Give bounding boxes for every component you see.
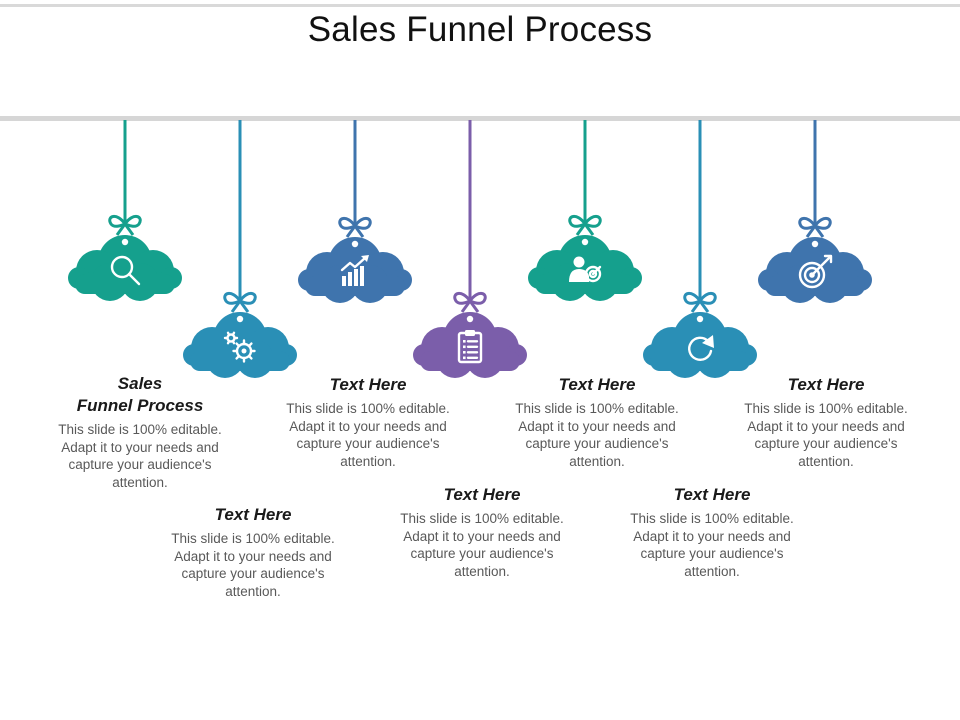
text-block-3: Text Here This slide is 100% editable. A… (283, 374, 453, 470)
cloud-shape (643, 312, 757, 378)
text-block-body: This slide is 100% editable. Adapt it to… (58, 422, 222, 490)
hang-hole (121, 238, 129, 246)
cloud-ornament-4 (413, 292, 527, 378)
hang-hole (811, 240, 819, 248)
hang-hole (696, 315, 704, 323)
bow-loop (223, 292, 243, 305)
bow-tail (805, 225, 817, 238)
cloud-ornament-3 (298, 217, 412, 303)
text-block-body: This slide is 100% editable. Adapt it to… (744, 401, 908, 469)
text-block-heading: Text Here (214, 505, 292, 524)
bow-tail (698, 300, 710, 313)
cloud-shape (413, 312, 527, 378)
bow-tail (460, 300, 472, 313)
text-block-body: This slide is 100% editable. Adapt it to… (630, 511, 794, 579)
hang-hole (351, 240, 359, 248)
bow-loop (697, 292, 717, 305)
text-block-5: Text Here This slide is 100% editable. A… (512, 374, 682, 470)
hang-hole (581, 238, 589, 246)
text-block-heading: Text Here (443, 485, 521, 504)
text-block-heading: Sales Funnel Process (76, 374, 204, 415)
text-block-6: Text Here This slide is 100% editable. A… (627, 484, 797, 580)
text-block-7: Text Here This slide is 100% editable. A… (741, 374, 911, 470)
cloud-shape (758, 237, 872, 303)
bow-loop (108, 215, 128, 228)
hanging-bar (0, 116, 960, 121)
bow-tail (115, 223, 127, 236)
gears-icon (223, 331, 256, 363)
text-block-4: Text Here This slide is 100% editable. A… (397, 484, 567, 580)
bow-tail (230, 300, 242, 313)
bow-loop (798, 217, 818, 230)
hang-hole (466, 315, 474, 323)
top-rule (0, 4, 960, 7)
bow-tail (238, 300, 250, 313)
text-block-heading: Text Here (787, 375, 865, 394)
slide-title: Sales Funnel Process (307, 10, 653, 49)
bow-tail (345, 225, 357, 238)
bow-loop (582, 215, 602, 228)
bow-tail (353, 225, 365, 238)
bow-loop (683, 292, 703, 305)
text-block-body: This slide is 100% editable. Adapt it to… (515, 401, 679, 469)
bow-loop (812, 217, 832, 230)
text-block-heading: Text Here (558, 375, 636, 394)
cloud-shape (68, 235, 182, 301)
text-block-2: Text Here This slide is 100% editable. A… (168, 504, 338, 600)
refresh-icon (688, 335, 714, 361)
cloud-ornament-7 (758, 217, 872, 303)
text-block-body: This slide is 100% editable. Adapt it to… (400, 511, 564, 579)
bow-tail (468, 300, 480, 313)
target-arrow-icon (798, 254, 833, 289)
bow-loop (467, 292, 487, 305)
cloud-shape (183, 312, 297, 378)
bow-loop (352, 217, 372, 230)
bow-loop (453, 292, 473, 305)
search-icon (110, 255, 141, 286)
growth-chart-icon (340, 255, 369, 286)
bow-tail (583, 223, 595, 236)
cloud-ornament-5 (528, 215, 642, 301)
text-block-body: This slide is 100% editable. Adapt it to… (286, 401, 450, 469)
bow-loop (122, 215, 142, 228)
bow-tail (123, 223, 135, 236)
cloud-ornament-6 (643, 292, 757, 378)
user-target-icon (569, 256, 602, 283)
bow-tail (813, 225, 825, 238)
clipboard-icon (457, 330, 483, 364)
bow-tail (690, 300, 702, 313)
cloud-ornament-1 (68, 215, 182, 301)
text-block-1: Sales Funnel Process This slide is 100% … (55, 373, 225, 491)
text-block-heading: Text Here (673, 485, 751, 504)
text-block-body: This slide is 100% editable. Adapt it to… (171, 531, 335, 599)
text-block-heading: Text Here (329, 375, 407, 394)
bow-tail (575, 223, 587, 236)
bow-loop (338, 217, 358, 230)
cloud-ornament-2 (183, 292, 297, 378)
bow-loop (568, 215, 588, 228)
hang-hole (236, 315, 244, 323)
bow-loop (237, 292, 257, 305)
